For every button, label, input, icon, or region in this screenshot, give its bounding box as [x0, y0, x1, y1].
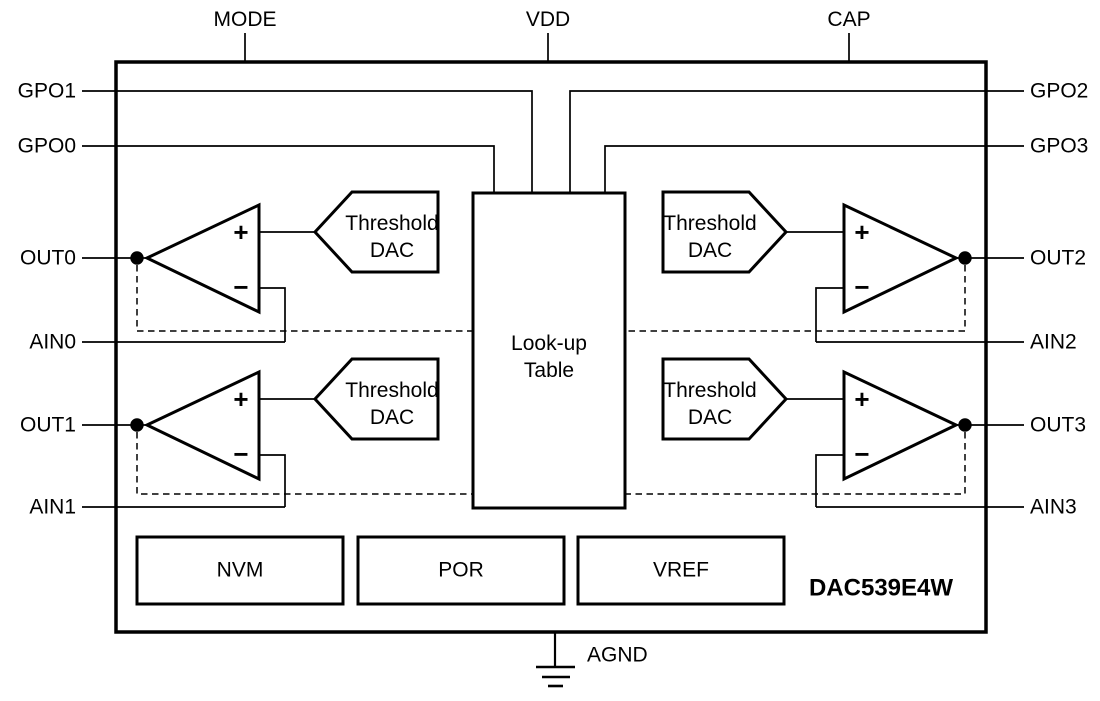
cap-pin-label: CAP: [827, 8, 870, 31]
mode-pin-label: MODE: [214, 8, 277, 31]
out3-junction-dot: [958, 418, 972, 432]
lookup-table-block: [471, 191, 627, 510]
out2-pin-label: OUT2: [1030, 247, 1086, 270]
out1-feedback-dashed-wire: [136, 432, 473, 495]
comparator1-triangle: [143, 369, 261, 482]
gpo3-wire: [604, 145, 1024, 193]
threshold-dac0-block: [312, 190, 440, 274]
vdd-pin-label: VDD: [526, 8, 570, 31]
comparator3-minus-wire: [815, 454, 844, 507]
threshold-dac0-label-line1: Threshold: [345, 212, 438, 235]
out1-pin-label: OUT1: [20, 414, 76, 437]
vref-block: [576, 535, 786, 606]
gpo2-pin-label: GPO2: [1030, 80, 1088, 103]
part-number-label: DAC539E4W: [809, 575, 953, 602]
out2-junction-dot: [958, 251, 972, 265]
comparator1-minus-sign: −: [233, 439, 248, 469]
comparator0-triangle: [143, 202, 261, 315]
gpo3-pin-label: GPO3: [1030, 135, 1088, 158]
out2-feedback-dashed-wire: [625, 265, 966, 332]
comparator1-plus-sign: +: [233, 384, 248, 414]
por-label: POR: [438, 559, 484, 582]
comparator3-minus-sign: −: [854, 439, 869, 469]
threshold-dac3-label-line1: Threshold: [663, 379, 756, 402]
chip-outline: [114, 60, 988, 634]
comparator1-minus-wire: [259, 454, 286, 507]
lookup-table-label-line1: Look-up: [511, 332, 587, 355]
comparator3-triangle: [842, 369, 960, 482]
por-block: [356, 535, 566, 606]
lookup-table-label-line2: Table: [524, 359, 574, 382]
ain1-pin-label: AIN1: [29, 496, 76, 519]
out0-junction-dot: [130, 251, 144, 265]
threshold-dac3-label-line2: DAC: [688, 406, 732, 429]
comparator2-minus-sign: −: [854, 272, 869, 302]
threshold-dac2-label-line1: Threshold: [663, 212, 756, 235]
gpo0-wire: [82, 145, 495, 193]
out1-junction-dot: [130, 418, 144, 432]
out3-feedback-dashed-wire: [625, 432, 966, 495]
vref-label: VREF: [653, 559, 709, 582]
ain3-pin-label: AIN3: [1030, 496, 1077, 519]
out3-pin-label: OUT3: [1030, 414, 1086, 437]
comparator0-minus-sign: −: [233, 272, 248, 302]
out0-pin-label: OUT0: [20, 247, 76, 270]
threshold-dac3-block: [661, 357, 789, 441]
threshold-dac1-block: [312, 357, 440, 441]
threshold-dac1-label-line1: Threshold: [345, 379, 438, 402]
gpo2-wire: [569, 90, 1024, 193]
comparator2-plus-sign: +: [854, 217, 869, 247]
gpo1-wire: [82, 90, 533, 193]
agnd-pin-label: AGND: [587, 644, 648, 667]
nvm-block: [135, 535, 345, 606]
comparator3-plus-sign: +: [854, 384, 869, 414]
comparator2-minus-wire: [815, 287, 844, 342]
out0-feedback-dashed-wire: [136, 265, 473, 332]
ain0-pin-label: AIN0: [29, 331, 76, 354]
comparator2-triangle: [842, 202, 960, 315]
threshold-dac0-label-line2: DAC: [370, 239, 414, 262]
gpo0-pin-label: GPO0: [18, 135, 76, 158]
comparator0-plus-sign: +: [233, 217, 248, 247]
gpo1-pin-label: GPO1: [18, 80, 76, 103]
threshold-dac1-label-line2: DAC: [370, 406, 414, 429]
nvm-label: NVM: [217, 559, 264, 582]
threshold-dac2-block: [661, 190, 789, 274]
ain2-pin-label: AIN2: [1030, 331, 1077, 354]
comparator0-minus-wire: [259, 287, 286, 342]
threshold-dac2-label-line2: DAC: [688, 239, 732, 262]
